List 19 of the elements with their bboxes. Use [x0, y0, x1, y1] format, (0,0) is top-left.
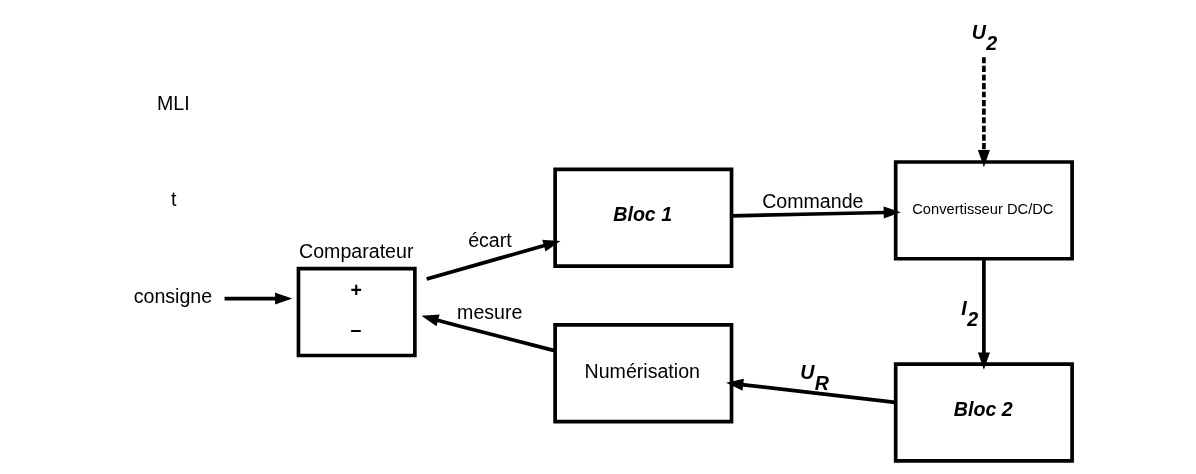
node-box: Bloc 1: [553, 167, 734, 268]
label: MLI: [156, 91, 190, 114]
edge-label: mesure: [457, 301, 523, 324]
node-box: + –: [296, 266, 417, 358]
node-text: consigne: [133, 285, 213, 308]
arrow: [426, 239, 561, 281]
arrow: [726, 378, 896, 405]
node-label: Comparateur: [299, 239, 414, 262]
arrow: [224, 292, 293, 305]
node-box: Bloc 2: [893, 362, 1074, 463]
node-box: Convertisseur DC/DC: [893, 160, 1074, 261]
arrow: [977, 259, 990, 370]
edge-label: écart: [468, 228, 512, 251]
node-box: Numérisation: [553, 323, 734, 424]
label: t: [171, 188, 177, 211]
arrow: [977, 57, 990, 168]
arrow: [731, 206, 901, 219]
arrow: [421, 314, 556, 353]
edge-label: Commande: [762, 189, 864, 212]
